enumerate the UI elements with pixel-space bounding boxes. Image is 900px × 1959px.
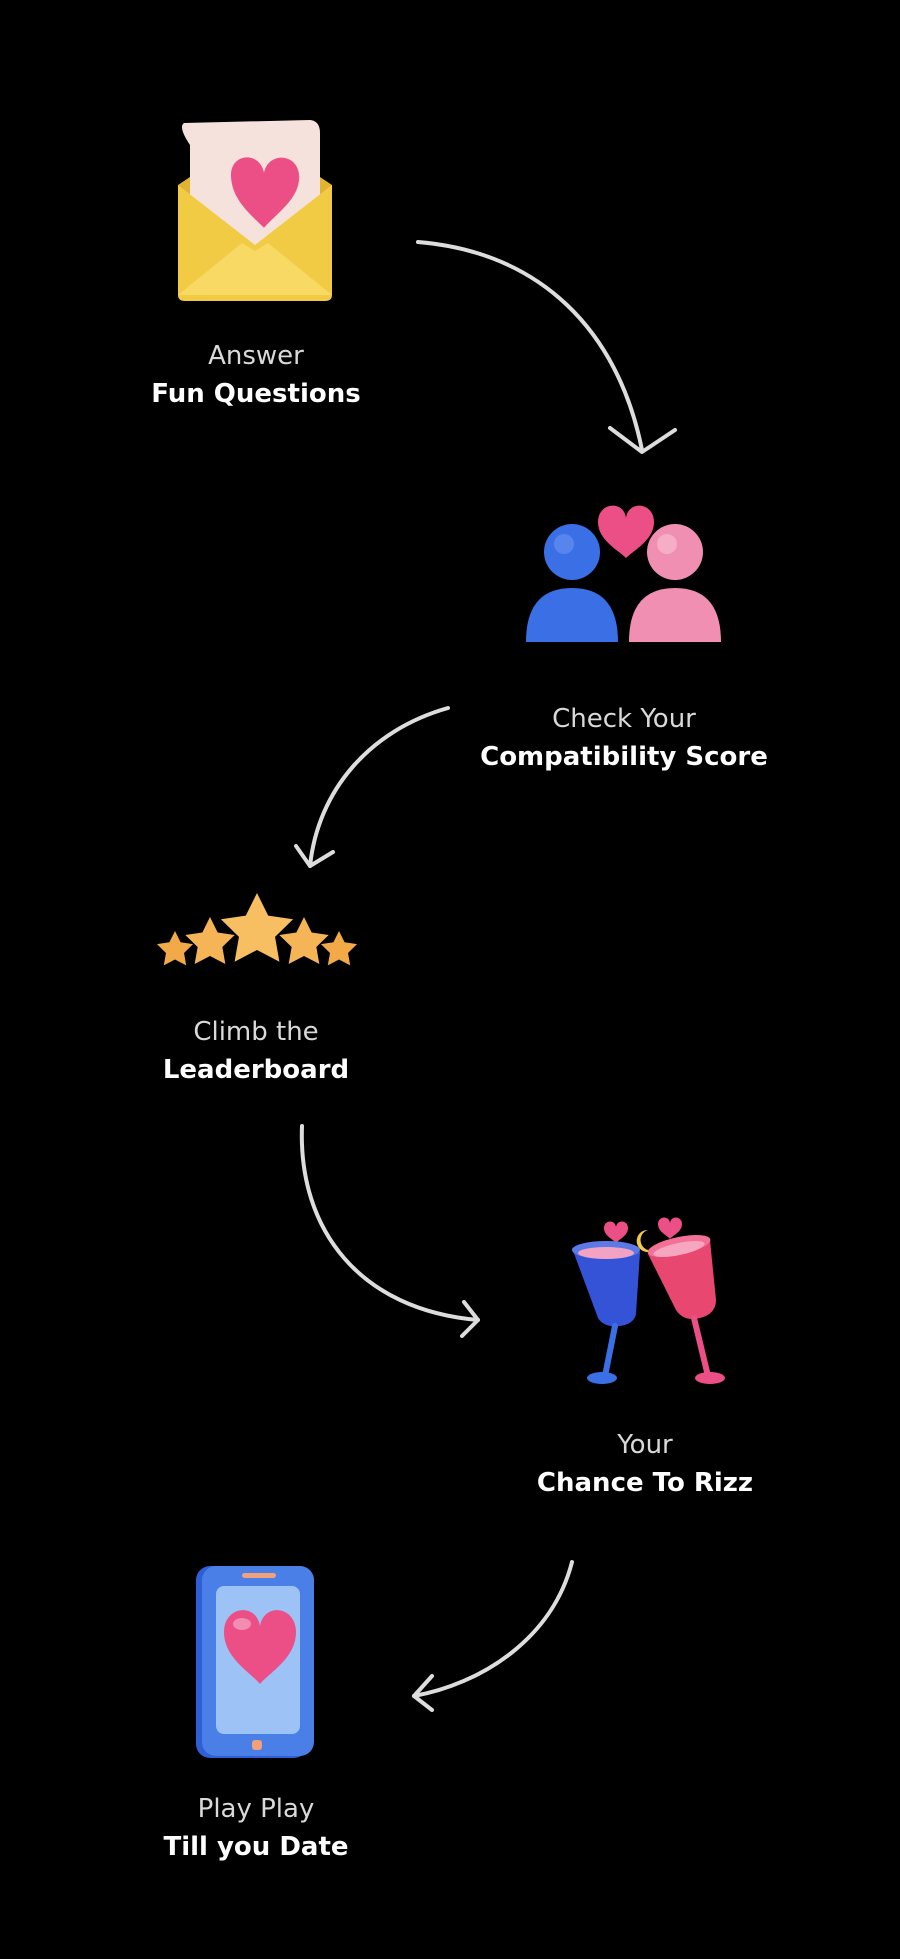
five-stars-icon bbox=[155, 885, 359, 971]
step-4-line1: Your bbox=[617, 1430, 673, 1460]
step-2-line1: Check Your bbox=[552, 704, 696, 734]
step-check-compatibility-score: Check Your Compatibility Score bbox=[472, 700, 776, 776]
step-climb-the-leaderboard: Climb the Leaderboard bbox=[150, 1013, 362, 1089]
arrow-2 bbox=[294, 706, 450, 868]
toasting-glasses-icon bbox=[560, 1210, 730, 1390]
step-1-line1: Answer bbox=[208, 341, 304, 371]
arrow-3 bbox=[299, 1124, 480, 1338]
step-answer-fun-questions: Answer Fun Questions bbox=[130, 337, 382, 413]
step-play-play-till-you-date: Play Play Till you Date bbox=[150, 1790, 362, 1866]
arrow-1 bbox=[416, 240, 677, 454]
step-1-line2: Fun Questions bbox=[151, 379, 361, 409]
step-5-line1: Play Play bbox=[197, 1794, 315, 1824]
step-3-line2: Leaderboard bbox=[162, 1055, 350, 1085]
step-5-line2: Till you Date bbox=[163, 1832, 349, 1862]
love-letter-icon bbox=[170, 115, 340, 305]
step-4-line2: Chance To Rizz bbox=[536, 1468, 754, 1498]
step-2-line2: Compatibility Score bbox=[480, 742, 768, 772]
arrow-4 bbox=[412, 1560, 574, 1712]
step-3-line1: Climb the bbox=[193, 1017, 319, 1047]
phone-heart-icon bbox=[190, 1562, 330, 1762]
couple-heart-icon bbox=[520, 500, 730, 650]
step-your-chance-to-rizz: Your Chance To Rizz bbox=[530, 1426, 760, 1502]
